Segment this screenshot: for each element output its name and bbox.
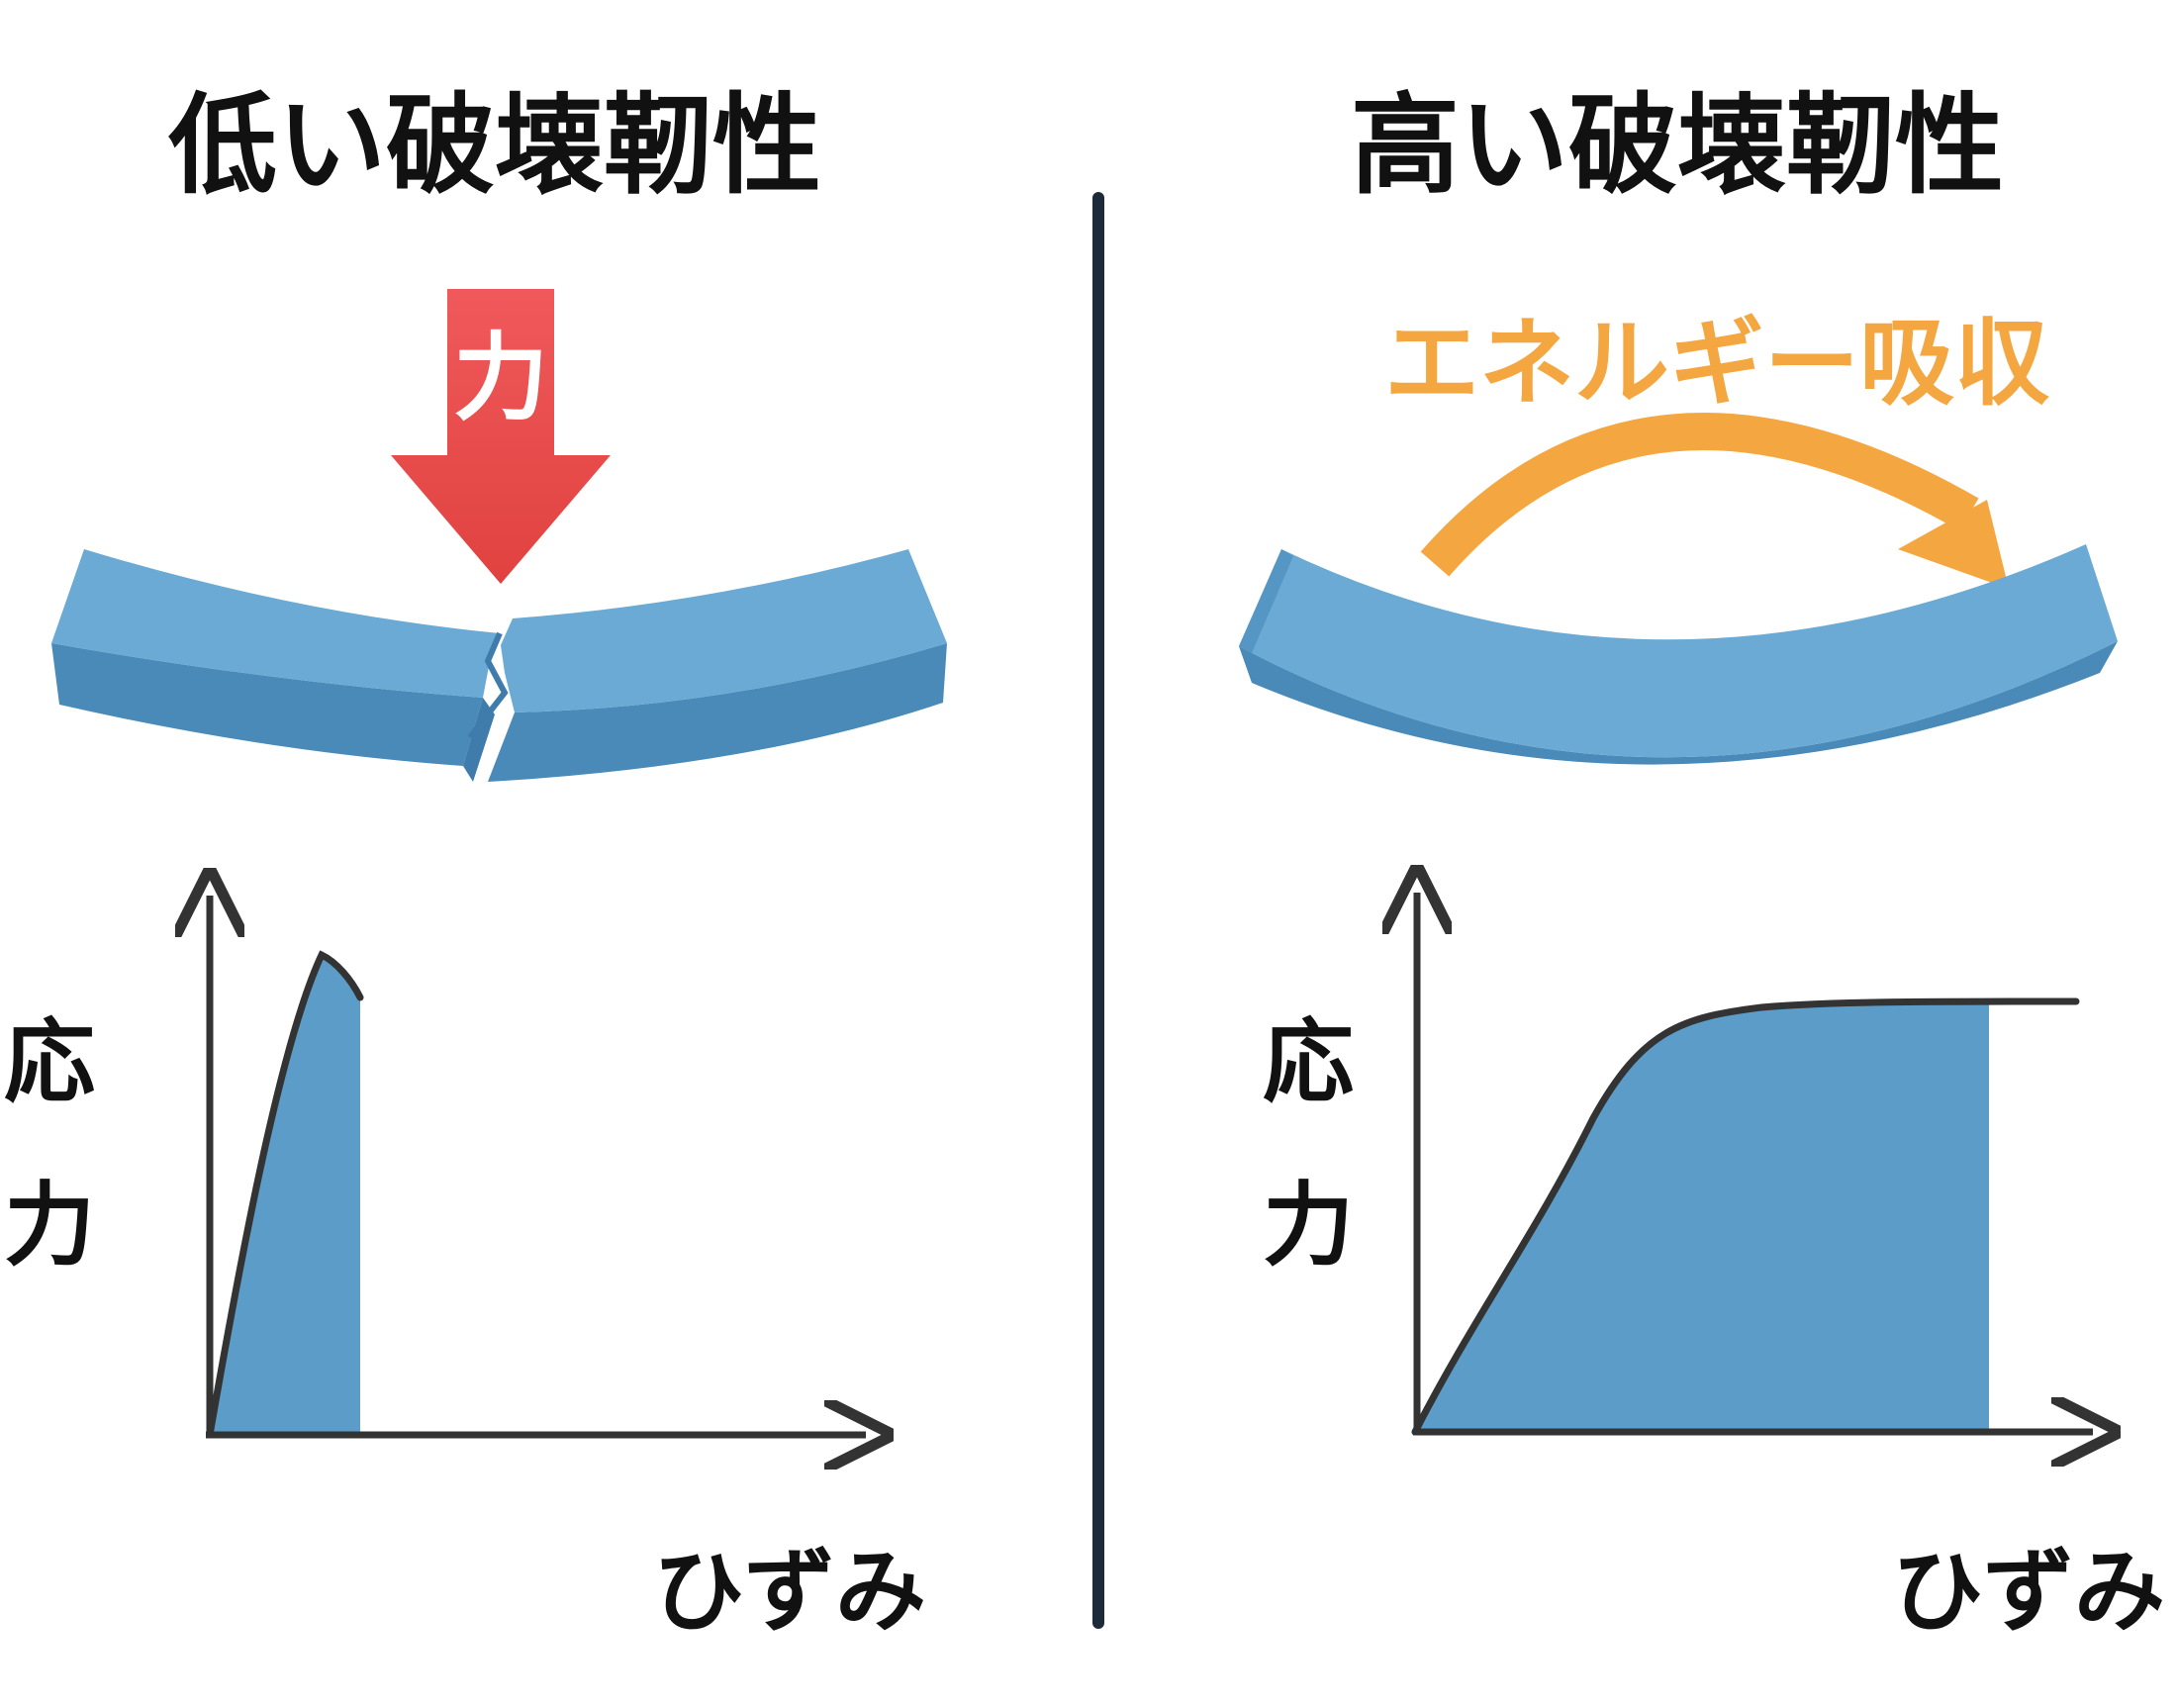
beam-right-piece xyxy=(488,549,947,782)
force-arrow: 力 xyxy=(391,289,611,584)
force-label: 力 xyxy=(453,323,548,433)
x-axis-label: ひずみ xyxy=(653,1539,926,1645)
y-axis-label-char-2: 力 xyxy=(4,1173,95,1279)
beam-left-piece xyxy=(51,549,500,782)
bent-beam xyxy=(1239,544,2118,765)
y-axis-label-char-1: 応 xyxy=(4,1009,95,1115)
y-axis-label-char-2: 力 xyxy=(1263,1173,1354,1279)
stress-strain-curve-ductile xyxy=(1411,997,2080,1436)
left-stress-strain-chart: 応 力 ひずみ xyxy=(4,896,926,1645)
broken-beam xyxy=(51,549,947,782)
right-stress-strain-chart: 応 力 ひずみ xyxy=(1263,893,2165,1645)
absorbed-energy-area-small xyxy=(210,955,360,1435)
left-panel: 低い破壊靭性 力 応 力 ひずみ xyxy=(4,82,947,1645)
absorbed-energy-area-large xyxy=(1415,1001,1989,1432)
energy-arrow xyxy=(1420,413,2009,589)
energy-label: エネルギー吸収 xyxy=(1384,308,2049,419)
right-title: 高い破壊靭性 xyxy=(1351,82,2004,209)
y-axis-label-char-1: 応 xyxy=(1263,1009,1354,1115)
left-title: 低い破壊靭性 xyxy=(168,82,821,209)
right-panel: 高い破壊靭性 エネルギー吸収 応 力 ひずみ xyxy=(1239,82,2165,1645)
x-axis-label: ひずみ xyxy=(1892,1539,2165,1645)
stress-strain-curve-brittle xyxy=(206,950,364,1439)
